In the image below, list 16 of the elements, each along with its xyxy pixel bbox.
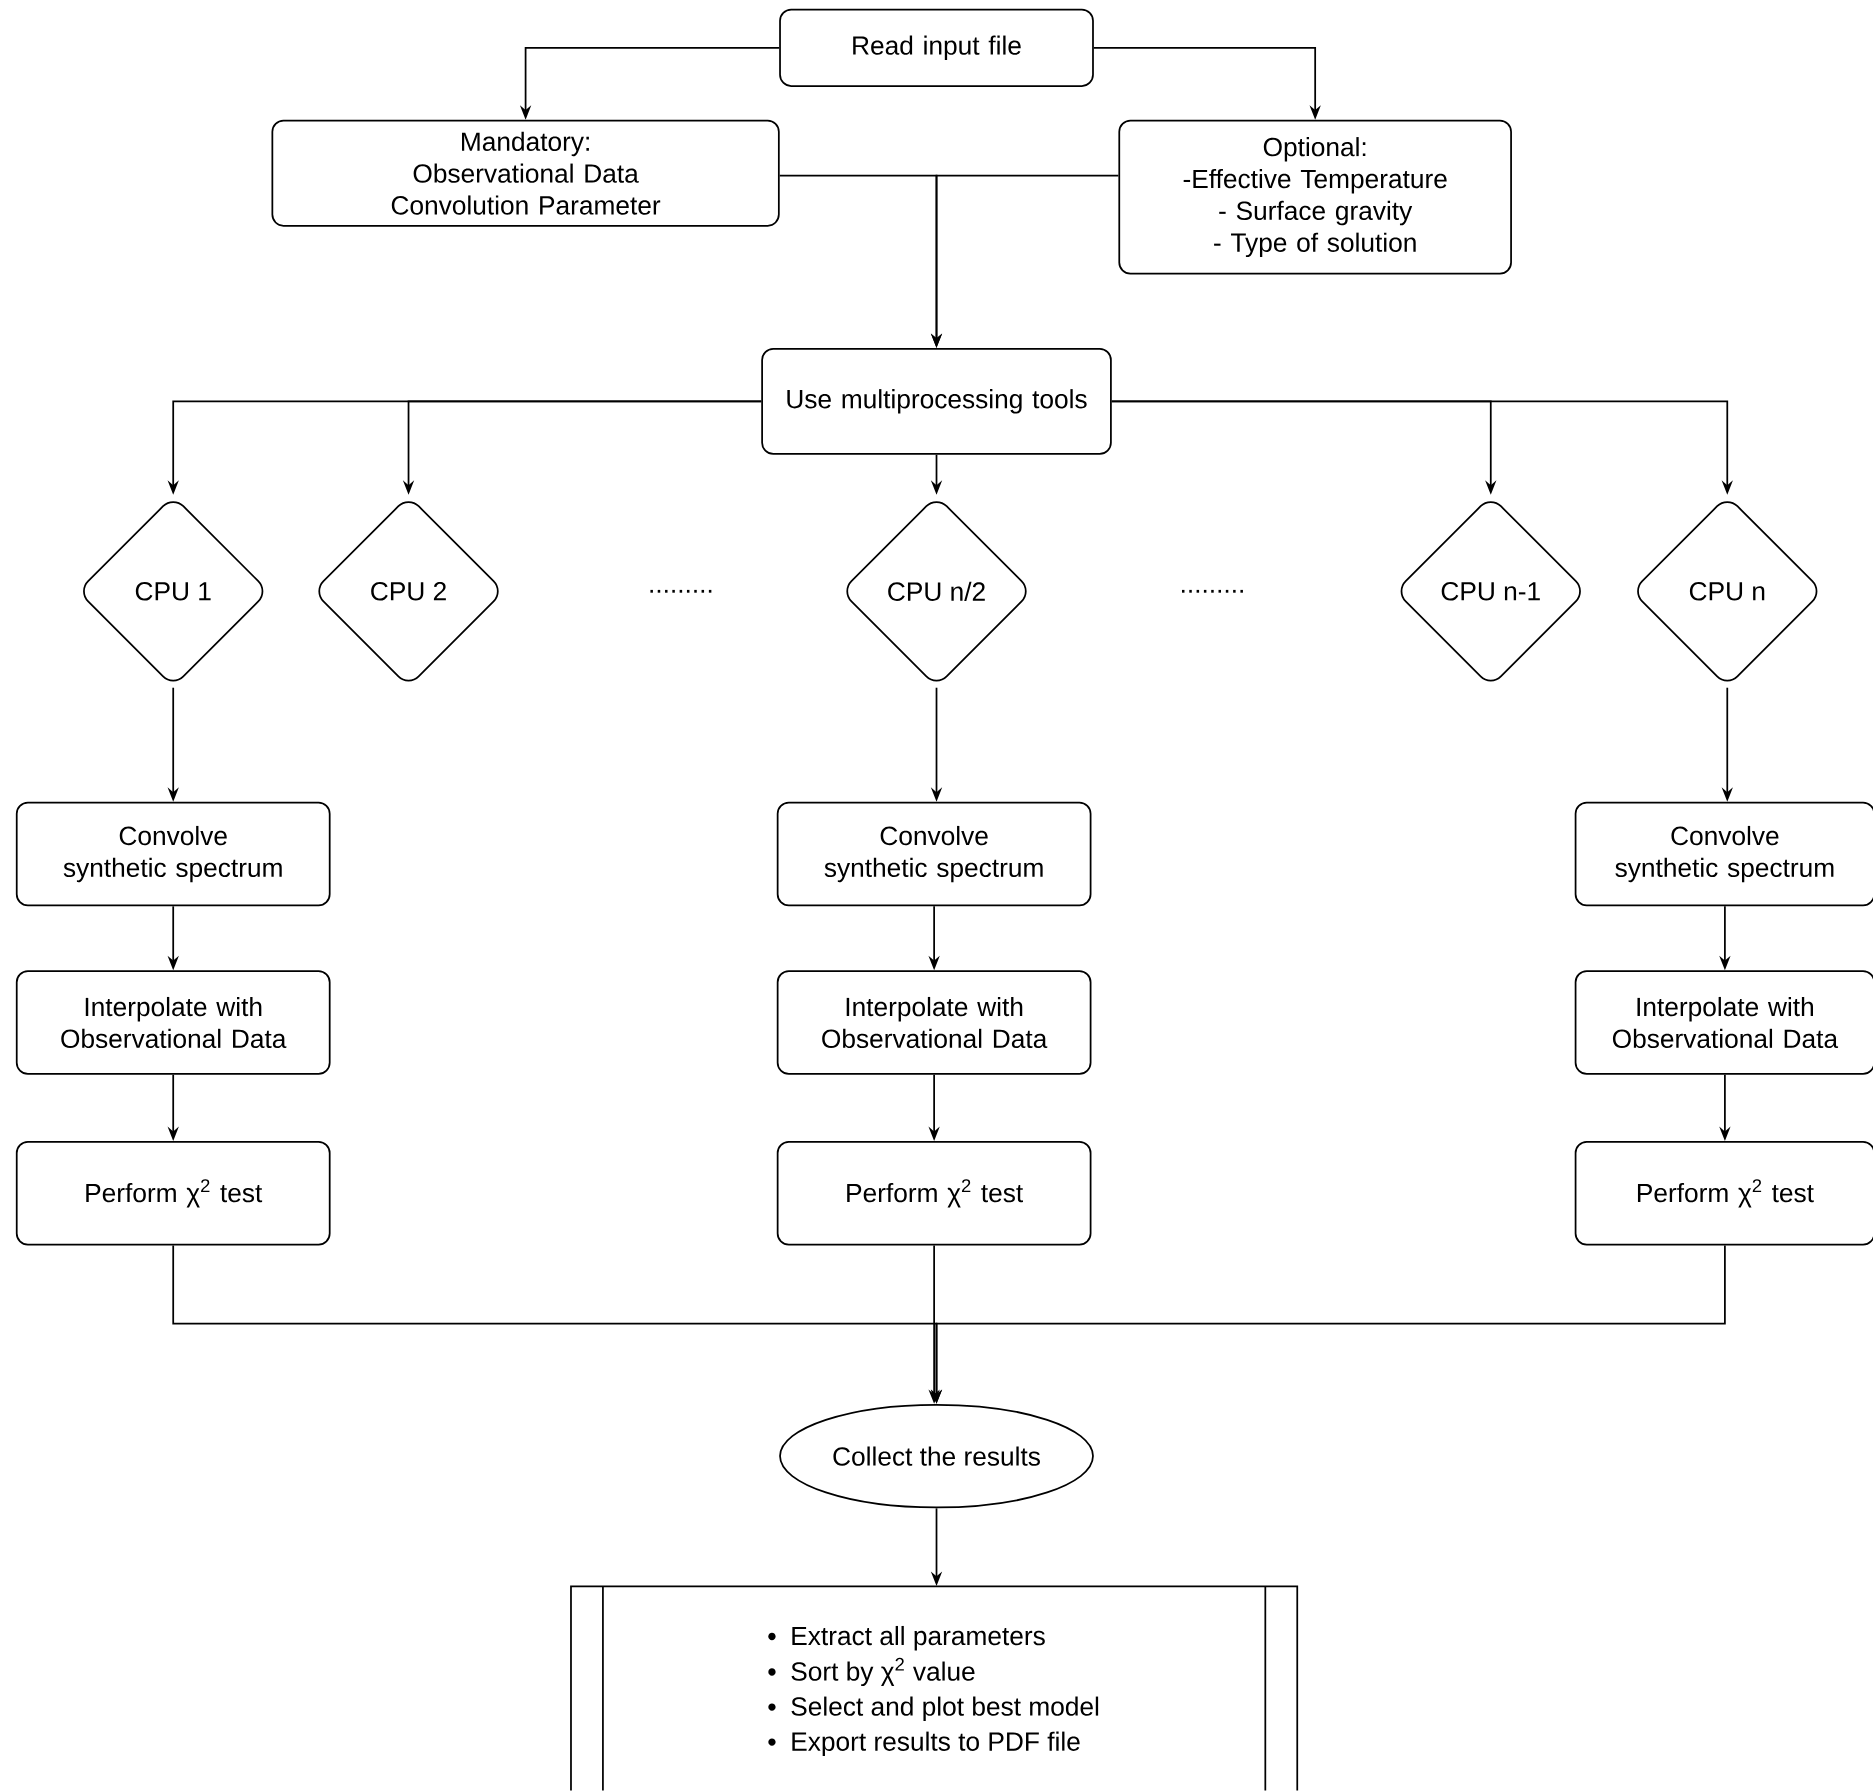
process-box: Interpolate with Observational Data [15, 970, 331, 1075]
process-box: Convolve synthetic spectrum [1574, 802, 1873, 907]
process-box: Perform χ$^{2}$ test [776, 1141, 1092, 1246]
process-box: Perform χ$^{2}$ test [15, 1141, 331, 1246]
process-box: Convolve synthetic spectrum [776, 802, 1092, 907]
ellipsis-dots: ......... [1182, 590, 1243, 593]
process-box: Mandatory: Observational Data Convolution Parameter [271, 120, 780, 227]
ellipsis-dots: ......... [650, 590, 712, 593]
process-box: Read input file [779, 8, 1094, 88]
process-box: Interpolate with Observational Data [1574, 970, 1873, 1075]
process-box: Use multiprocessing tools [761, 348, 1112, 455]
subroutine-box: Extract all parameters Sort by χ$^{2}$ value Select and plot best model Export results to PDF file [570, 1585, 1299, 1791]
process-box: Perform χ$^{2}$ test [1574, 1141, 1873, 1246]
process-box: Interpolate with Observational Data [776, 970, 1092, 1075]
process-box: Optional: -Effective Temperature - Surface gravity - Type of solution [1118, 120, 1512, 275]
process-box: Convolve synthetic spectrum [15, 802, 331, 907]
